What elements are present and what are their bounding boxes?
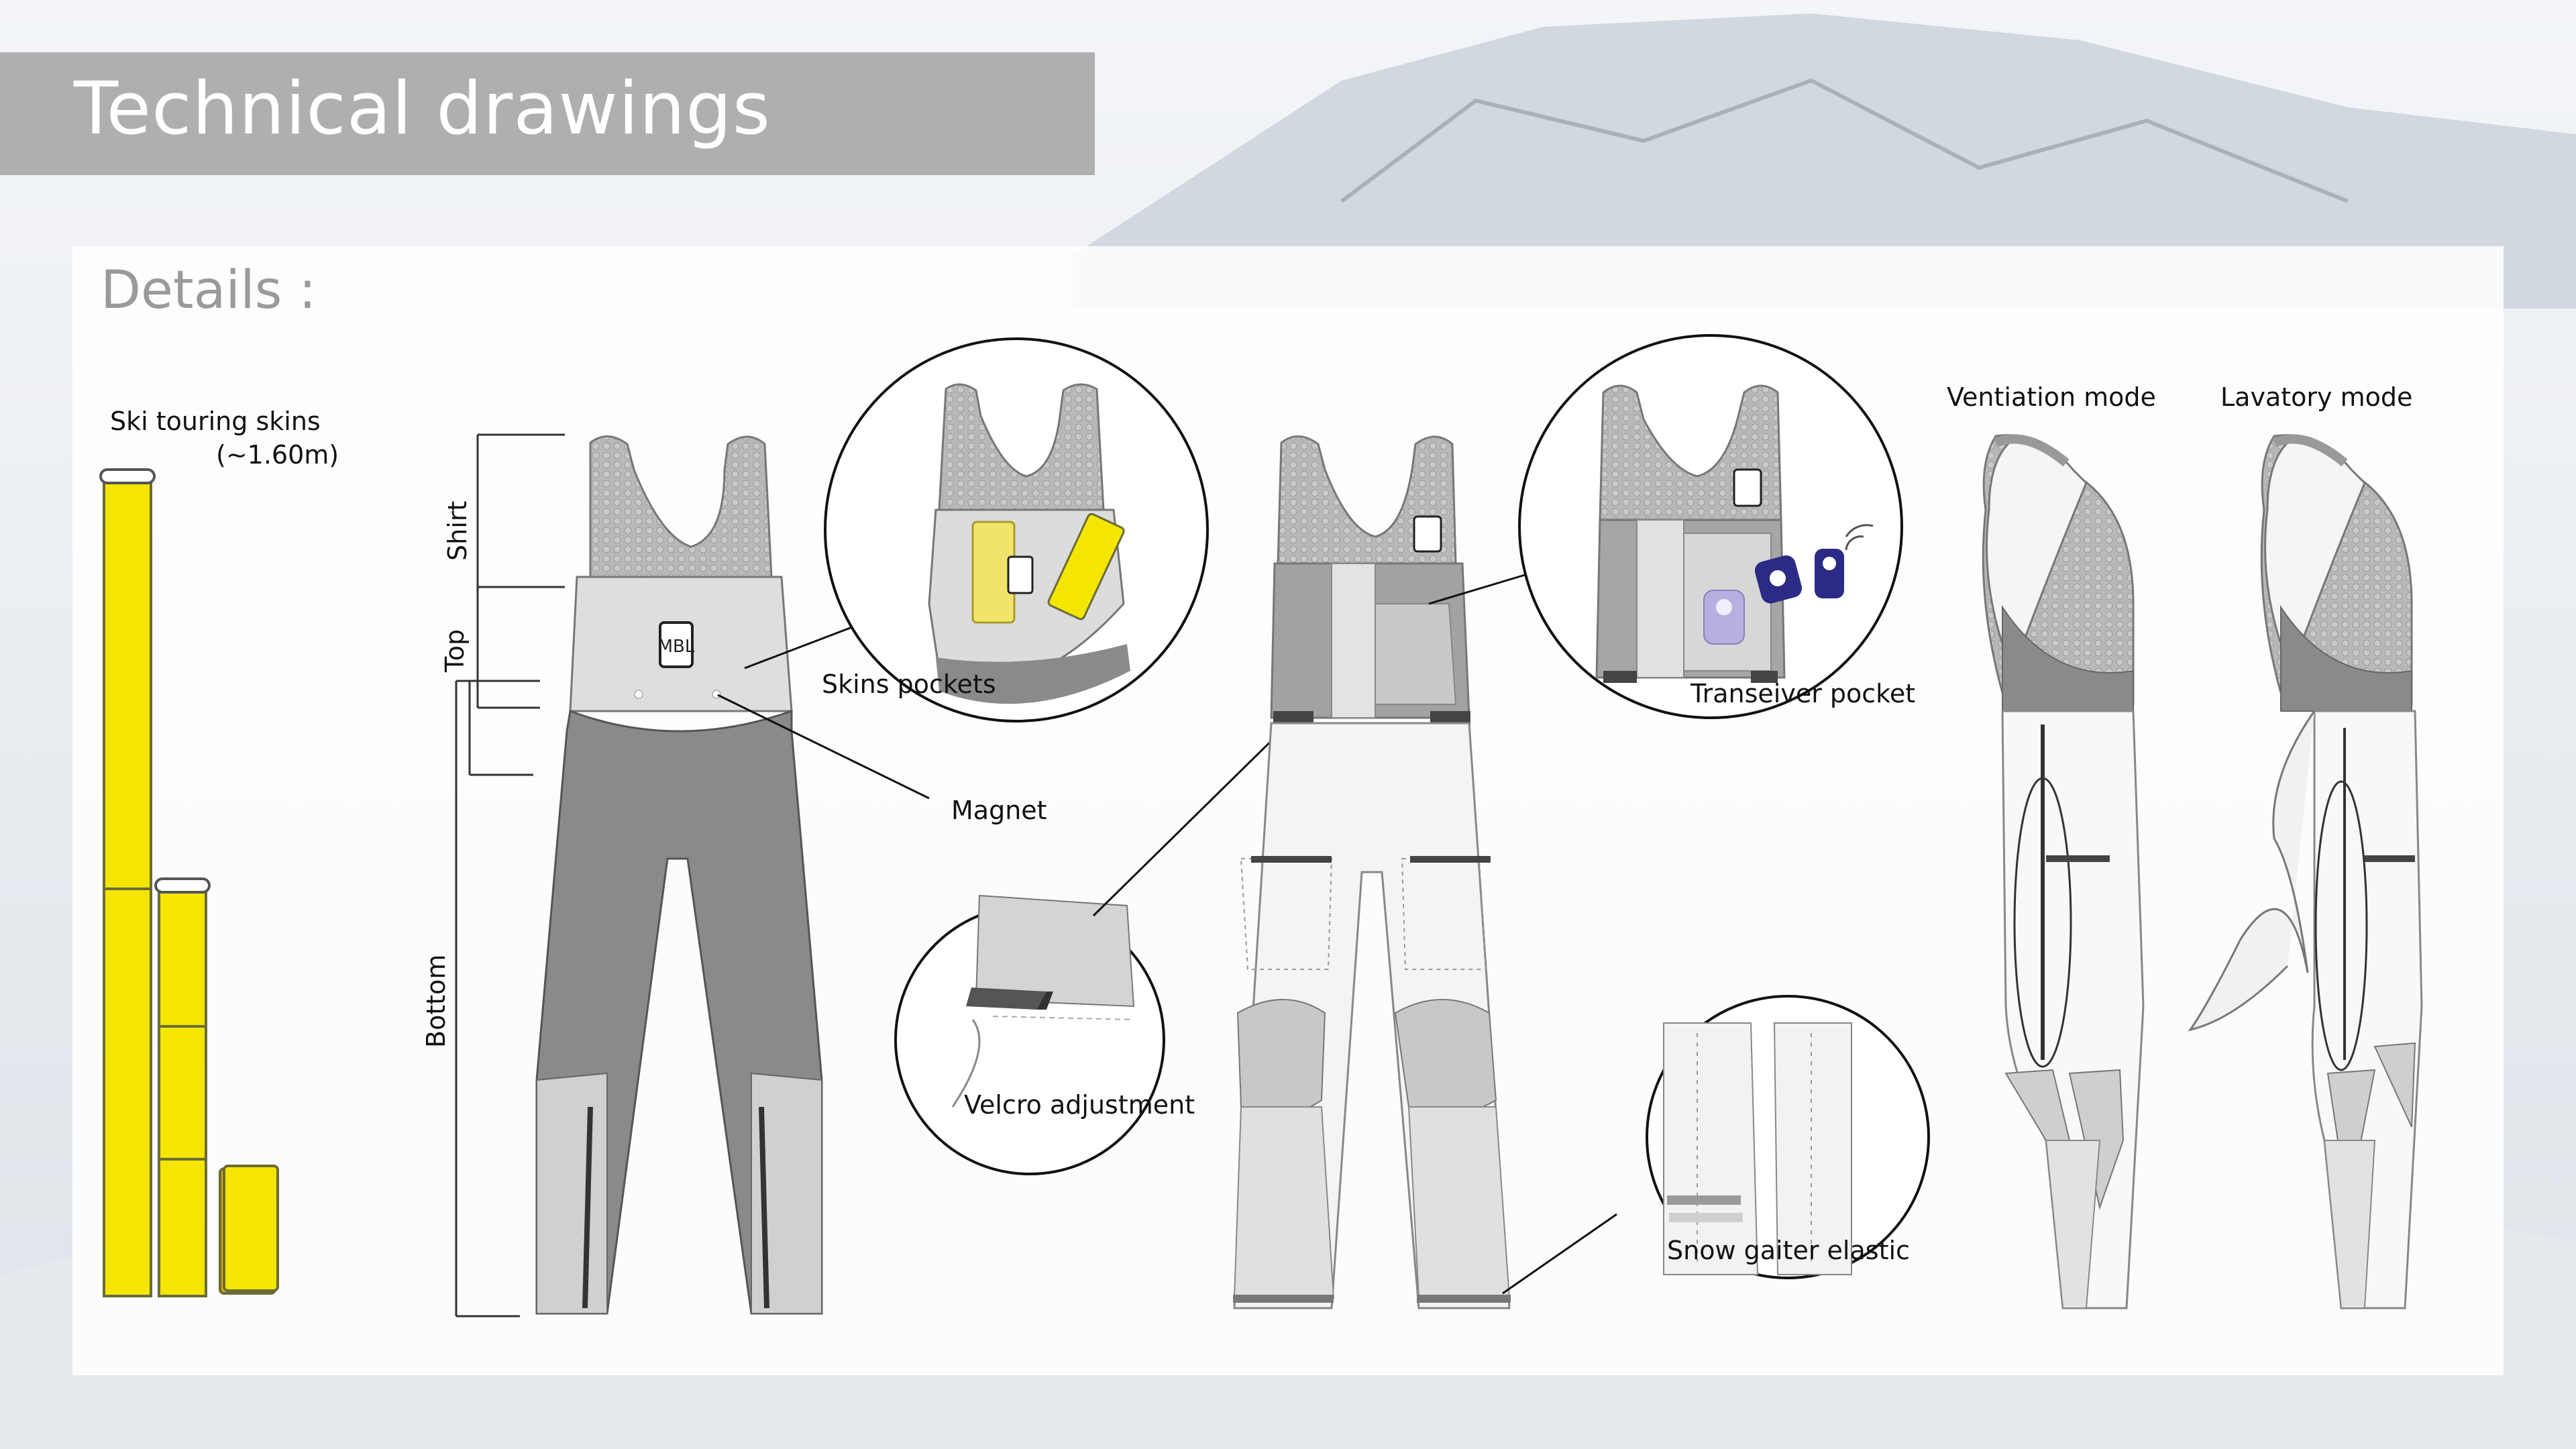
label-lavatory: Lavatory mode [2220,382,2413,412]
velcro-detail [894,720,1293,1175]
transceiver-pocket-detail [1518,334,1903,719]
label-transceiver: Transeiver pocket [1690,679,1916,708]
label-shirt: Shirt [443,500,472,561]
title-bar [0,52,1095,175]
side-view-ventilation [1982,434,2145,1309]
snow-gaiter-detail [1646,995,1930,1279]
label-velcro: Velcro adjustment [964,1090,1195,1120]
details-heading: Details : [101,260,317,321]
skin-roll-folded [158,885,207,1297]
label-snow-gaiter: Snow gaiter elastic [1667,1236,1910,1265]
suit-front-white [1233,435,1617,1309]
label-skins-pockets: Skins pockets [822,669,996,699]
slide-title: Technical drawings [74,67,771,151]
mbl-logo: MBL [658,637,695,657]
label-magnet: Magnet [951,796,1047,825]
ski-skins-drawing [99,468,279,1297]
transceiver-device-light [1703,590,1745,645]
skins-pockets-detail [824,337,1209,722]
label-ventilation: Ventiation mode [1947,382,2156,412]
label-top: Top [440,629,470,672]
suit-front-grey: MBL [455,433,930,1318]
side-view-lavatory [2188,434,2423,1309]
label-skins-length: (~1.60m) [216,440,339,470]
label-bottom: Bottom [421,954,451,1048]
label-skins-title: Ski touring skins [110,407,321,436]
skin-roll-long [103,476,152,1297]
